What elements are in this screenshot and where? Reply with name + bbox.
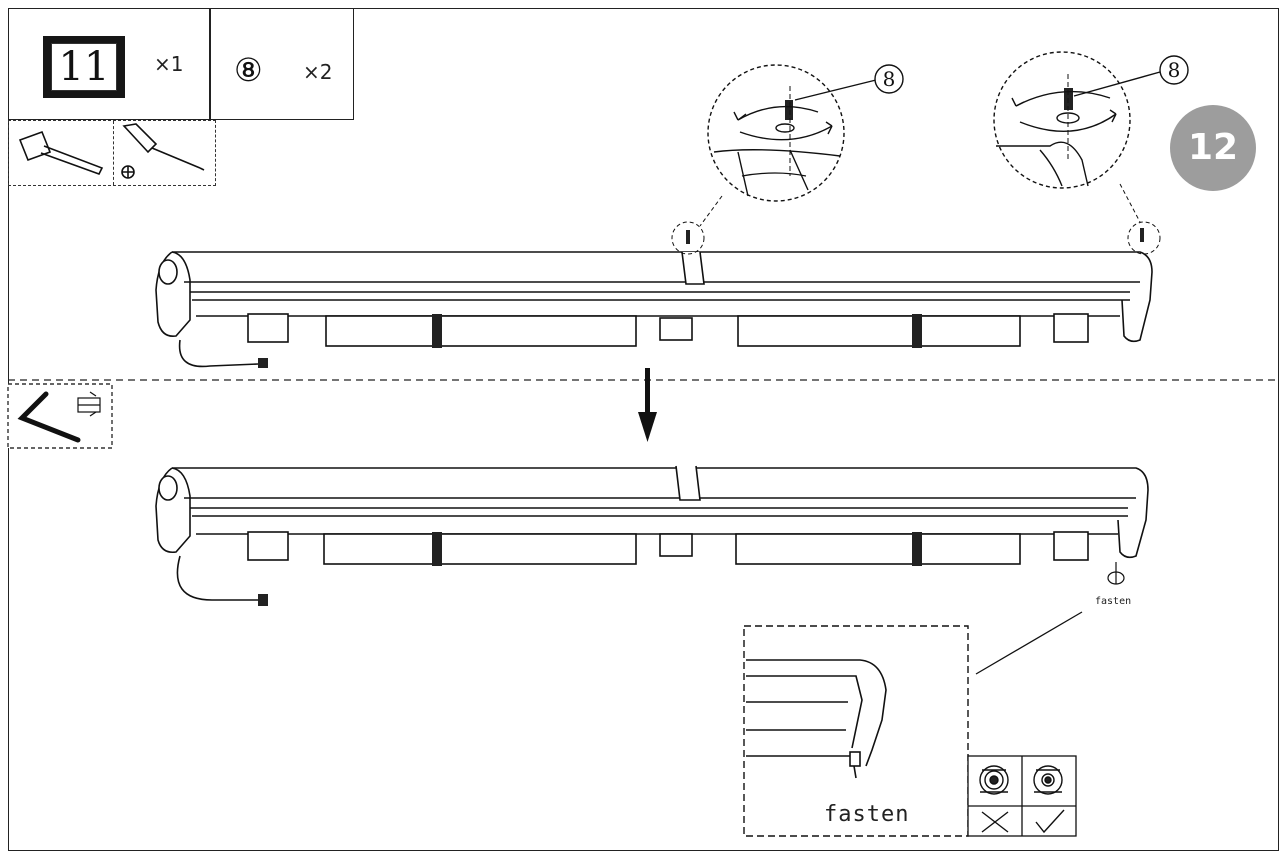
phillips-screwdriver-icon <box>121 123 205 179</box>
callout-8-a: 8 <box>874 64 904 94</box>
fasten-label-small: fasten <box>1095 596 1132 607</box>
gland-comparison-grid <box>967 755 1077 837</box>
awning-bar-before <box>155 221 1161 368</box>
callout-8-a-label: 8 <box>883 67 896 91</box>
step-number-badge: 12 <box>1170 105 1256 191</box>
fasten-label-large: fasten <box>824 802 910 827</box>
zoom-detail-a <box>699 64 877 227</box>
callout-8-b-label: 8 <box>1168 58 1181 82</box>
hex-screw-icon <box>77 391 101 417</box>
gland-loose-icon <box>979 765 1009 795</box>
down-arrow-icon <box>638 368 657 442</box>
cross-icon <box>981 811 1009 833</box>
part-11-label: 11 <box>51 43 117 91</box>
hammer-icon <box>18 130 104 175</box>
allen-key-icon <box>17 391 81 443</box>
part-8-qty: ×2 <box>303 60 333 84</box>
parts-divider <box>209 9 211 119</box>
zoom-detail-b <box>993 51 1161 223</box>
callout-8-b: 8 <box>1159 55 1189 85</box>
check-icon <box>1035 809 1065 834</box>
part-11-badge: 11 <box>43 36 125 98</box>
detail-leader-line <box>975 611 1083 675</box>
tools-box <box>8 120 216 186</box>
part-11-qty: ×1 <box>154 52 184 76</box>
fasten-detail-illustration <box>746 659 887 779</box>
part-8-label: ⑧ <box>234 51 263 89</box>
awning-bar-after <box>155 465 1149 606</box>
tools-divider <box>113 121 114 185</box>
gland-tight-icon <box>1033 765 1063 795</box>
